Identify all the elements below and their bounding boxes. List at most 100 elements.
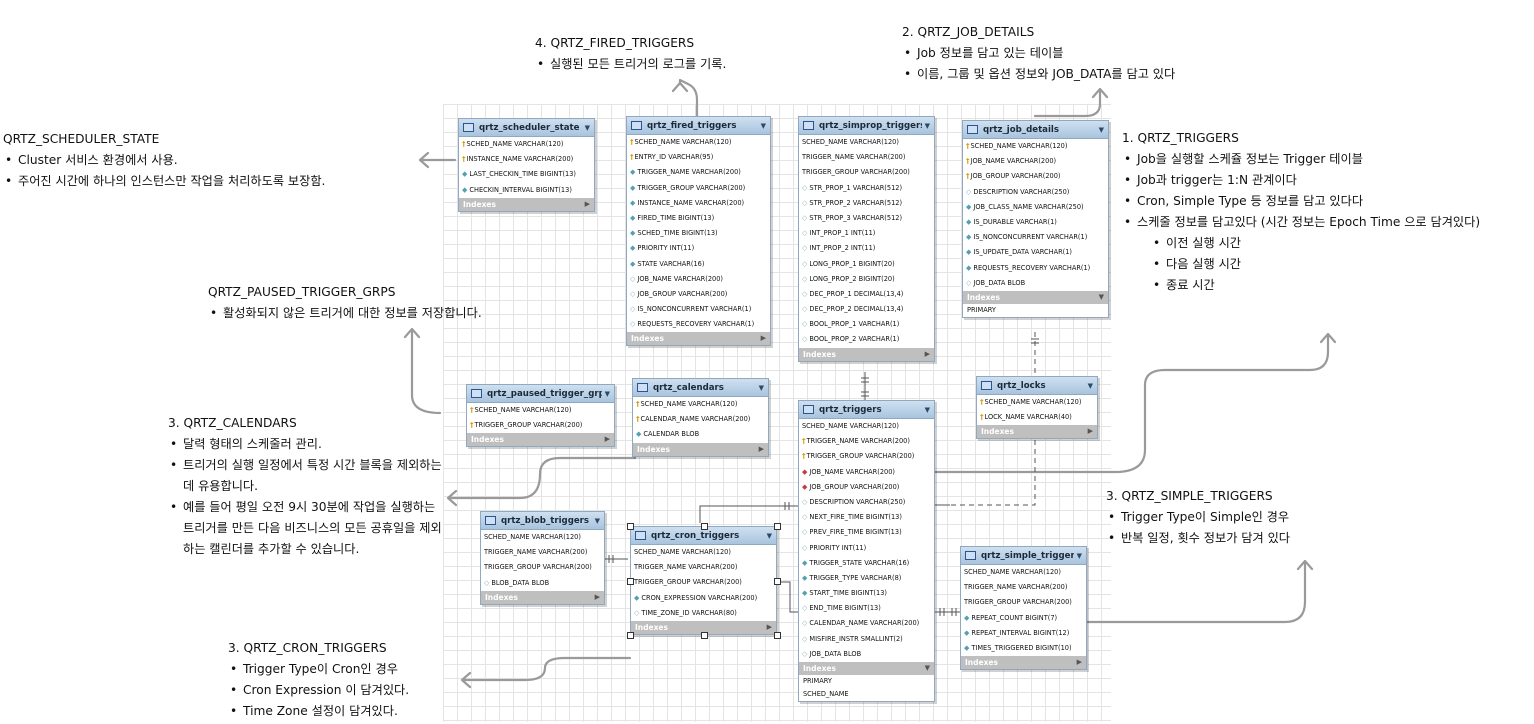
column-row[interactable]: ◆PRIORITY INT(11)	[627, 241, 770, 256]
column-row[interactable]: ◆REPEAT_COUNT BIGINT(7)	[961, 611, 1086, 626]
column-row[interactable]: ◆SCHED_TIME BIGINT(13)	[627, 226, 770, 241]
column-row[interactable]: TRIGGER_NAME VARCHAR(200)	[799, 150, 934, 165]
column-row[interactable]: ◇LONG_PROP_1 BIGINT(20)	[799, 257, 934, 272]
column-row[interactable]: †CALENDAR_NAME VARCHAR(200)	[633, 412, 768, 427]
column-row[interactable]: ◇DEC_PROP_1 DECIMAL(13,4)	[799, 287, 934, 302]
table-header[interactable]: qrtz_job_details▼	[963, 121, 1108, 139]
column-row[interactable]: †SCHED_NAME VARCHAR(120)	[627, 135, 770, 150]
column-row[interactable]: SCHED_NAME VARCHAR(120)	[481, 530, 604, 545]
column-row[interactable]: ◇JOB_NAME VARCHAR(200)	[627, 272, 770, 287]
column-row[interactable]: ◇MISFIRE_INSTR SMALLINT(2)	[799, 632, 934, 647]
chevron-right-icon[interactable]: ▶	[1076, 658, 1082, 667]
chevron-right-icon[interactable]: ▶	[760, 334, 766, 343]
column-row[interactable]: ◇DEC_PROP_2 DECIMAL(13,4)	[799, 302, 934, 317]
chevron-right-icon[interactable]: ▶	[924, 349, 930, 358]
column-row[interactable]: TRIGGER_GROUP VARCHAR(200)	[631, 575, 776, 590]
column-row[interactable]: †TRIGGER_NAME VARCHAR(200)	[799, 434, 934, 449]
index-row[interactable]: SCHED_NAME	[803, 690, 849, 698]
indexes-bar[interactable]: Indexes▼	[963, 290, 1108, 304]
column-row[interactable]: †SCHED_NAME VARCHAR(120)	[963, 139, 1108, 154]
chevron-down-icon[interactable]: ▼	[1076, 551, 1082, 560]
table-paused-trigger-grps[interactable]: qrtz_paused_trigger_grps▼†SCHED_NAME VAR…	[466, 384, 615, 448]
chevron-down-icon[interactable]: ▼	[584, 123, 590, 132]
indexes-bar[interactable]: Indexes▶	[481, 590, 604, 604]
chevron-down-icon[interactable]: ▼	[760, 121, 766, 130]
column-row[interactable]: †INSTANCE_NAME VARCHAR(200)	[459, 152, 594, 167]
indexes-bar[interactable]: Indexes▼	[799, 662, 934, 675]
chevron-right-icon[interactable]: ▶	[766, 622, 772, 631]
chevron-down-icon[interactable]: ▼	[604, 389, 610, 398]
table-simprop-triggers[interactable]: qrtz_simprop_triggers▼SCHED_NAME VARCHAR…	[798, 116, 935, 362]
chevron-right-icon[interactable]: ▶	[604, 435, 610, 444]
column-row[interactable]: ◆IS_DURABLE VARCHAR(1)	[963, 215, 1108, 230]
column-row[interactable]: ◇INT_PROP_1 INT(11)	[799, 226, 934, 241]
column-row[interactable]: ◆INSTANCE_NAME VARCHAR(200)	[627, 196, 770, 211]
indexes-bar[interactable]: Indexes▶	[627, 332, 770, 346]
chevron-down-icon[interactable]: ▼	[1098, 125, 1104, 134]
column-row[interactable]: ◇STR_PROP_3 VARCHAR(512)	[799, 211, 934, 226]
table-header[interactable]: qrtz_fired_triggers▼	[627, 117, 770, 135]
table-cron-triggers[interactable]: qrtz_cron_triggers▼SCHED_NAME VARCHAR(12…	[630, 526, 777, 635]
column-row[interactable]: †JOB_GROUP VARCHAR(200)	[963, 169, 1108, 184]
table-locks[interactable]: qrtz_locks▼†SCHED_NAME VARCHAR(120)†LOCK…	[976, 376, 1098, 440]
index-row[interactable]: PRIMARY	[803, 677, 832, 685]
indexes-bar[interactable]: Indexes▶	[467, 433, 614, 447]
table-job-details[interactable]: qrtz_job_details▼†SCHED_NAME VARCHAR(120…	[962, 120, 1109, 318]
chevron-right-icon[interactable]: ▶	[584, 199, 590, 208]
table-simple-triggers[interactable]: qrtz_simple_triggers▼SCHED_NAME VARCHAR(…	[960, 546, 1087, 671]
column-row[interactable]: ◇STR_PROP_2 VARCHAR(512)	[799, 196, 934, 211]
chevron-down-icon[interactable]: ▼	[924, 664, 930, 672]
resize-handle[interactable]	[627, 523, 634, 530]
indexes-bar[interactable]: Indexes▶	[631, 620, 776, 634]
chevron-down-icon[interactable]: ▼	[766, 531, 772, 540]
table-header[interactable]: qrtz_blob_triggers▼	[481, 512, 604, 530]
column-row[interactable]: SCHED_NAME VARCHAR(120)	[961, 565, 1086, 580]
column-row[interactable]: ◆JOB_NAME VARCHAR(200)	[799, 465, 934, 480]
column-row[interactable]: ◆JOB_GROUP VARCHAR(200)	[799, 480, 934, 495]
column-row[interactable]: ◆JOB_CLASS_NAME VARCHAR(250)	[963, 200, 1108, 215]
table-header[interactable]: qrtz_scheduler_state▼	[459, 119, 594, 137]
column-row[interactable]: ◆TRIGGER_TYPE VARCHAR(8)	[799, 571, 934, 586]
column-row[interactable]: ◆TRIGGER_STATE VARCHAR(16)	[799, 556, 934, 571]
column-row[interactable]: ◇INT_PROP_2 INT(11)	[799, 241, 934, 256]
column-row[interactable]: ◇TIME_ZONE_ID VARCHAR(80)	[631, 606, 776, 621]
table-header[interactable]: qrtz_triggers▼	[799, 401, 934, 419]
column-row[interactable]: ◇BOOL_PROP_1 VARCHAR(1)	[799, 317, 934, 332]
column-row[interactable]: †ENTRY_ID VARCHAR(95)	[627, 150, 770, 165]
table-header[interactable]: qrtz_paused_trigger_grps▼	[467, 385, 614, 403]
column-row[interactable]: ◇STR_PROP_1 VARCHAR(512)	[799, 181, 934, 196]
column-row[interactable]: ◆IS_NONCONCURRENT VARCHAR(1)	[963, 230, 1108, 245]
indexes-bar[interactable]: Indexes▶	[977, 425, 1097, 439]
column-row[interactable]: TRIGGER_GROUP VARCHAR(200)	[799, 165, 934, 180]
indexes-bar[interactable]: Indexes▶	[633, 442, 768, 456]
table-scheduler-state[interactable]: qrtz_scheduler_state▼†SCHED_NAME VARCHAR…	[458, 118, 595, 212]
chevron-down-icon[interactable]: ▼	[758, 383, 764, 392]
column-row[interactable]: †SCHED_NAME VARCHAR(120)	[633, 397, 768, 412]
column-row[interactable]: ◆CHECKIN_INTERVAL BIGINT(13)	[459, 183, 594, 198]
column-row[interactable]: ◇BOOL_PROP_2 VARCHAR(1)	[799, 332, 934, 347]
resize-handle[interactable]	[700, 632, 708, 639]
chevron-right-icon[interactable]: ▶	[758, 444, 764, 453]
column-row[interactable]: ◆CRON_EXPRESSION VARCHAR(200)	[631, 591, 776, 606]
table-header[interactable]: qrtz_cron_triggers▼	[631, 527, 776, 545]
resize-handle[interactable]	[627, 632, 634, 639]
column-row[interactable]: ◇PREV_FIRE_TIME BIGINT(13)	[799, 525, 934, 540]
table-calendars[interactable]: qrtz_calendars▼†SCHED_NAME VARCHAR(120)†…	[632, 378, 769, 457]
indexes-bar[interactable]: Indexes▶	[799, 347, 934, 361]
table-header[interactable]: qrtz_simple_triggers▼	[961, 547, 1086, 565]
column-row[interactable]: ◆CALENDAR BLOB	[633, 427, 768, 442]
column-row[interactable]: ◆TRIGGER_GROUP VARCHAR(200)	[627, 181, 770, 196]
column-row[interactable]: †SCHED_NAME VARCHAR(120)	[459, 137, 594, 152]
column-row[interactable]: ◆TIMES_TRIGGERED BIGINT(10)	[961, 641, 1086, 656]
resize-handle[interactable]	[700, 523, 708, 530]
chevron-down-icon[interactable]: ▼	[1087, 381, 1093, 390]
column-row[interactable]: ◇DESCRIPTION VARCHAR(250)	[799, 495, 934, 510]
chevron-down-icon[interactable]: ▼	[924, 121, 930, 130]
resize-handle[interactable]	[774, 577, 781, 585]
indexes-bar[interactable]: Indexes▶	[459, 197, 594, 211]
column-row[interactable]: SCHED_NAME VARCHAR(120)	[799, 135, 934, 150]
index-row[interactable]: PRIMARY	[967, 305, 996, 314]
column-row[interactable]: ◆FIRED_TIME BIGINT(13)	[627, 211, 770, 226]
column-row[interactable]: ◆STATE VARCHAR(16)	[627, 257, 770, 272]
table-triggers[interactable]: qrtz_triggers▼SCHED_NAME VARCHAR(120)†TR…	[798, 400, 935, 702]
